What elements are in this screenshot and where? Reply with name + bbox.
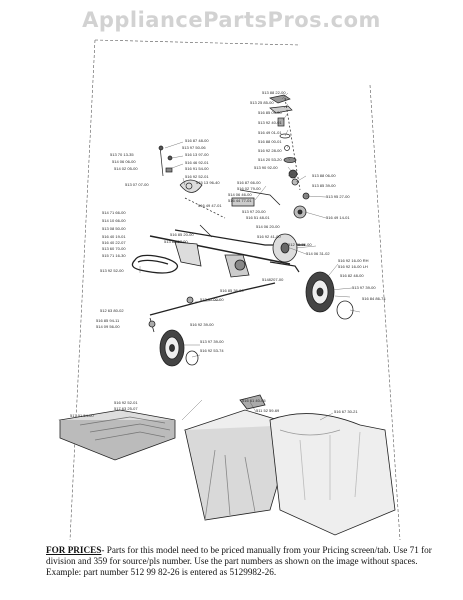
part-label: 512 63 80-02	[100, 308, 124, 313]
part-label: 516 61 40-05	[242, 398, 266, 403]
leader-lines	[139, 92, 361, 421]
part-label: 516 92 16-00 RH	[338, 258, 369, 263]
part-label: 513 88 06-00	[312, 173, 336, 178]
part-label: 5148207-00	[262, 277, 284, 282]
part-label: 516 92 16-00 LH	[338, 264, 368, 269]
drive-axle-assembly	[149, 235, 300, 278]
part-label: 516 02 79-00	[237, 186, 261, 191]
drive-belt	[131, 254, 179, 274]
part-label: 516 49 01-01	[258, 130, 282, 135]
grass-catcher	[58, 394, 396, 536]
part-label: 513 25 85-00	[250, 100, 274, 105]
part-label: 514 06 20-00	[256, 224, 280, 229]
part-label: 511 52 59-69	[256, 408, 280, 413]
part-label: 516 88 00-01	[258, 139, 282, 144]
part-label: 516 92 52-01	[114, 400, 138, 405]
part-label: 513 08 50-00	[102, 226, 126, 231]
part-label: 514 09 56-00	[96, 324, 120, 329]
part-label: 515 71 16-30	[102, 253, 126, 258]
part-label: 516 46 92-01	[185, 160, 209, 165]
part-label: 516 85 36-00	[220, 288, 244, 293]
part-label: 516 44 77-01	[228, 198, 252, 203]
part-label: 513 92 40-01	[258, 120, 282, 125]
part-label: 516 85 09-00	[258, 110, 282, 115]
part-label: 516 49 14-01	[326, 215, 350, 220]
part-label: 516 87 66-00	[237, 180, 261, 185]
part-label: 513 90 92-00	[254, 165, 278, 170]
part-label: 513 97 39-00	[352, 285, 376, 290]
pricing-text: - Parts for this model need to be priced…	[46, 545, 432, 577]
part-label: 513 60 70-00	[102, 246, 126, 251]
part-label: 513 82 07-00	[164, 239, 188, 244]
boundary-lines	[69, 39, 401, 541]
rear-drive-wheel	[272, 233, 354, 320]
part-label: 516 87 48-00	[185, 138, 209, 143]
part-label: 516 85 20-00	[170, 232, 194, 237]
site-watermark: AppliancePartsPros.com	[82, 8, 381, 32]
part-label: 513 70 13-35	[110, 152, 134, 157]
upper-parts-stack	[269, 94, 301, 191]
pricing-instructions: FOR PRICES- Parts for this model need to…	[46, 545, 446, 578]
part-label: 513 07 07-00	[125, 182, 149, 187]
part-label: 513 92 52-00	[100, 268, 124, 273]
part-label: 514 02 05-00	[114, 166, 138, 171]
part-label: 516 92 52-01	[185, 174, 209, 179]
part-label: 514 20 53-20	[258, 157, 282, 162]
part-label: 516 51 48-01	[246, 215, 270, 220]
part-label: 513 88 22-00	[262, 90, 286, 95]
part-label: 517 63 25-07	[114, 406, 138, 411]
front-wheel	[159, 329, 199, 367]
part-label: 516 92 53-74	[200, 348, 224, 353]
part-label: 513 97 50-06	[182, 145, 206, 150]
part-label: 516 91 54-00	[185, 166, 209, 171]
part-label: 517 01 54-00	[70, 413, 94, 418]
part-label: 516 82 48-00	[340, 273, 364, 278]
part-label: 514 06 46-00	[228, 192, 252, 197]
part-label: 516 40 22-07	[102, 240, 126, 245]
part-label: 516 84 86-74	[362, 296, 386, 301]
part-label: 515 13 96-40	[196, 180, 220, 185]
part-labels: 513 88 22-00 513 25 85-00 516 85 09-00 5…	[70, 90, 386, 418]
front-axle-assembly	[148, 282, 276, 333]
part-label: 513 85 39-00	[312, 183, 336, 188]
part-label: 516 49 47-01	[198, 203, 222, 208]
part-label: 514 10 66-00	[102, 218, 126, 223]
part-label: 513 97 00-00	[200, 297, 224, 302]
part-label: 516 40 19-01	[102, 234, 126, 239]
part-label: 513 97 39-00	[200, 339, 224, 344]
right-gear-parts	[293, 192, 310, 219]
part-label: 514 06 06-00	[112, 159, 136, 164]
part-label: 516 92 28-00	[258, 148, 282, 153]
part-label: 516 92 39-00	[190, 322, 214, 327]
pricing-label: FOR PRICES	[46, 545, 102, 555]
part-label: 514 71 66-00	[102, 210, 126, 215]
part-label: 513 97 20-00	[242, 209, 266, 214]
part-label: 516 67 30-21	[334, 409, 358, 414]
part-label: 513 95 27-00	[326, 194, 350, 199]
part-label: 516 13 97-00	[185, 152, 209, 157]
part-label: 516 85 94-11	[96, 318, 120, 323]
part-label: 512 79 76-00	[288, 242, 312, 247]
left-upper-parts	[158, 145, 226, 219]
part-label: 514 06 31-02	[306, 251, 330, 256]
part-label: 516 92 41-00	[257, 234, 281, 239]
